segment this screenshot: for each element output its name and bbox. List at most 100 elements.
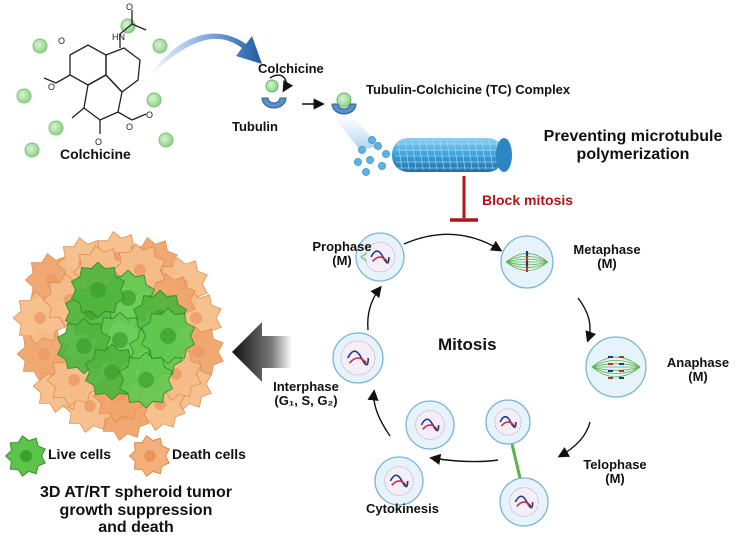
tubule-protofilament xyxy=(418,139,424,171)
tubulin-dimer xyxy=(362,168,370,176)
tubule-protofilament xyxy=(481,139,487,171)
prophase-name: Prophase xyxy=(312,239,372,254)
legend-dead-label: Death cells xyxy=(172,446,246,462)
colchicine-structure xyxy=(43,10,147,134)
telophase-stage: (M) xyxy=(605,471,625,487)
drug-molecule-dot xyxy=(32,38,48,54)
anaphase-cell xyxy=(585,336,647,398)
anaphase-stage: (M) xyxy=(688,369,708,385)
colchicine-ligand-label: Colchicine xyxy=(258,61,324,76)
outcome-line3: and death xyxy=(98,519,174,537)
colchicine-ligand-icon xyxy=(265,79,279,93)
tubulin-dimer xyxy=(374,142,382,150)
tubule-protofilament xyxy=(467,139,473,171)
zoom-cone xyxy=(336,120,380,150)
spindle-fiber xyxy=(591,366,641,374)
tubule-protofilament xyxy=(439,139,445,171)
metaphase-stage: (M) xyxy=(597,256,617,272)
tubulin-dimer xyxy=(378,162,386,170)
tubule-protofilament xyxy=(404,139,410,171)
outcome-line1: 3D AT/RT spheroid tumor xyxy=(40,484,232,501)
dead-cell-nucleus xyxy=(68,374,80,386)
cytokinesis-cell-b xyxy=(374,456,424,506)
chromosome xyxy=(516,501,532,507)
interphase-stage: (G₁, S, G₂) xyxy=(274,393,338,409)
atom-label: O xyxy=(126,122,133,132)
dead-cell-nucleus xyxy=(192,346,204,358)
tubulin-dimer xyxy=(366,156,374,164)
tubulin-icon xyxy=(261,97,287,109)
tubule-protofilament xyxy=(453,139,459,171)
anaphase-name: Anaphase xyxy=(666,355,730,370)
live-cell-nucleus xyxy=(120,290,136,306)
tubule-protofilament xyxy=(446,139,452,171)
legend-live-icon xyxy=(4,435,46,477)
atom-label: O xyxy=(48,82,55,92)
spindle-fiber xyxy=(591,363,641,368)
chromosome xyxy=(371,256,389,262)
tubule-protofilament xyxy=(397,139,403,171)
cytokinesis-cell-a xyxy=(405,400,455,450)
chromosome xyxy=(422,424,438,430)
interphase-label: Interphase (G₁, S, G₂) xyxy=(256,379,356,409)
drug-molecule-dot xyxy=(48,120,64,136)
block-mitosis-label: Block mitosis xyxy=(482,192,574,208)
outcome-label: 3D AT/RT spheroid tumor growth suppressi… xyxy=(0,484,272,537)
tubule-protofilament xyxy=(488,139,494,171)
live-cell-nucleus xyxy=(104,364,120,380)
telophase-cell-a xyxy=(485,399,531,445)
chromosome xyxy=(348,357,368,364)
telophase-label: Telophase (M) xyxy=(570,457,660,487)
atom-label: O xyxy=(95,137,102,147)
colchicine-structure-label: Colchicine xyxy=(60,146,131,162)
anaphase-label: Anaphase (M) xyxy=(656,355,740,385)
tubule-protofilament xyxy=(411,139,417,171)
atom-label: HN xyxy=(112,32,125,42)
microtubule-effect-line1: Preventing microtubule xyxy=(543,128,723,145)
telophase-name: Telophase xyxy=(583,457,647,472)
tubulin-dimer xyxy=(382,150,390,158)
tubule-protofilament xyxy=(460,139,466,171)
spindle-fiber xyxy=(591,356,641,368)
legend-live-label: Live cells xyxy=(48,446,112,462)
metaphase-label: Metaphase (M) xyxy=(562,242,652,272)
dead-cell-nucleus xyxy=(190,312,202,324)
interphase-name: Interphase xyxy=(273,379,339,394)
chromosome xyxy=(500,421,516,427)
metaphase-name: Metaphase xyxy=(573,242,641,257)
drug-molecule-dot xyxy=(152,38,168,54)
binding-curve-arrow xyxy=(269,74,294,93)
spindle-fiber xyxy=(591,366,641,378)
dead-cell-nucleus xyxy=(34,312,46,324)
tubulin-dimer xyxy=(368,136,376,144)
legend-dead-icon xyxy=(128,435,170,477)
live-cell-nucleus xyxy=(76,338,92,354)
dead-cell-nucleus xyxy=(38,348,50,360)
spindle-fiber xyxy=(591,366,641,371)
microtubule-effect-line2: polymerization xyxy=(576,145,690,163)
telophase-cell-b xyxy=(499,477,549,527)
result-arrow xyxy=(232,322,292,382)
tubulin-label: Tubulin xyxy=(232,119,278,134)
metaphase-cell xyxy=(500,235,554,289)
interphase-cell xyxy=(332,332,384,384)
binding-arrow xyxy=(148,33,262,78)
microtubule-effect-label: Preventing microtubule polymerization xyxy=(528,128,738,163)
outcome-line2: growth suppression xyxy=(59,501,213,519)
microtubule xyxy=(354,136,512,176)
live-cell-nucleus xyxy=(112,332,128,348)
cycle-arrows xyxy=(367,233,597,465)
cytokinesis-label: Cytokinesis xyxy=(366,501,439,516)
spheroid-tumor xyxy=(12,230,224,442)
drug-molecule-dot xyxy=(24,142,40,158)
tubulin-dimer xyxy=(354,158,362,166)
chromosome xyxy=(391,480,407,486)
atom-label: O xyxy=(146,110,153,120)
tubulin-colchicine-complex-icon xyxy=(331,103,357,115)
prophase-label: Prophase (M) xyxy=(304,239,380,269)
atom-label: O xyxy=(58,36,65,46)
drug-molecule-dot xyxy=(146,92,162,108)
colchicine-atoms: O O O O O HN O xyxy=(48,2,153,147)
live-cell-nucleus xyxy=(160,328,176,344)
